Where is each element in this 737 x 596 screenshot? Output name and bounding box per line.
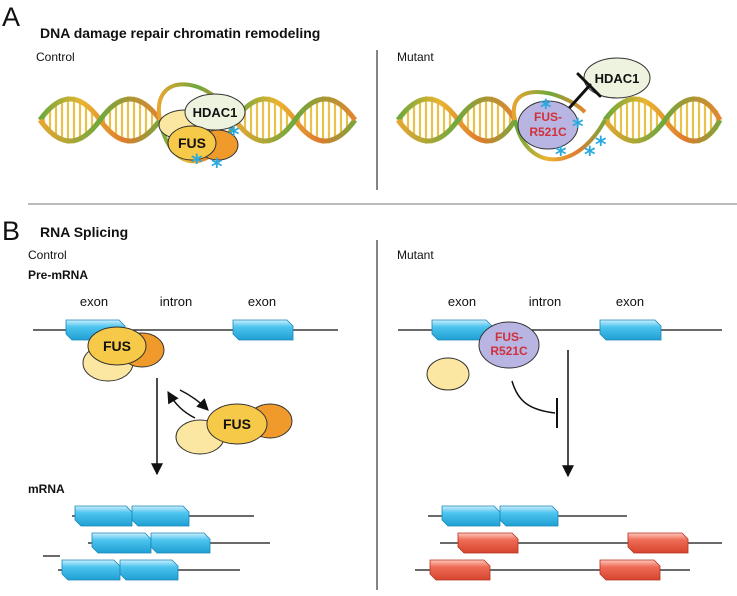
mutant-exon-right-label: exon: [616, 294, 644, 309]
mutant-pale-free: [426, 357, 470, 391]
mutant-mrna-products: [415, 505, 722, 581]
mutant-fus-bound-line1: FUS-: [495, 330, 523, 344]
svg-text:*: *: [211, 155, 223, 180]
control-fus-label: FUS: [178, 135, 206, 151]
control-mrna-products: [43, 505, 270, 581]
mutant-hdac1-label: HDAC1: [595, 71, 640, 86]
control-fus-free-shape: [206, 403, 268, 445]
svg-text:*: *: [572, 115, 584, 140]
pre-mrna-label: Pre-mRNA: [28, 268, 88, 282]
mutant-fus-label-line1: FUS-: [534, 110, 562, 124]
exchange-arrow-in: [167, 390, 196, 419]
svg-text:*: *: [228, 123, 240, 148]
svg-text:*: *: [191, 151, 203, 176]
panel-a-control-label: Control: [36, 50, 75, 64]
exchange-arrow-out: [179, 389, 209, 411]
svg-text:*: *: [555, 143, 567, 168]
mutant-exon-left-label: exon: [448, 294, 476, 309]
panel-a-letter: A: [2, 2, 20, 32]
control-fus-shape: [167, 125, 217, 161]
mutant-exon-right: [599, 319, 662, 341]
control-fus-bound-shape: [87, 326, 147, 366]
panel-b-title: RNA Splicing: [40, 224, 128, 240]
control-fus-free-label: FUS: [223, 416, 251, 432]
mutant-dna-helix: [395, 90, 723, 162]
control-exon-left-label: exon: [80, 294, 108, 309]
mrna-label: mRNA: [28, 482, 65, 496]
mutant-damage-stars: * * * * *: [540, 96, 607, 168]
panel-a-title: DNA damage repair chromatin remodeling: [40, 25, 320, 41]
control-intron-label: intron: [160, 294, 193, 309]
mutant-inhibition-curve: [511, 380, 556, 414]
control-exon-right-label: exon: [248, 294, 276, 309]
control-fus-bound-label: FUS: [103, 338, 131, 354]
control-exon-right: [232, 319, 294, 341]
mutant-fus-label-line2: R521C: [529, 125, 567, 139]
mutant-fus-bound-line2: R521C: [490, 344, 528, 358]
panel-b-control-label: Control: [28, 248, 67, 262]
control-damage-stars: * * *: [191, 123, 240, 180]
panel-a-mutant-label: Mutant: [397, 50, 434, 64]
mutant-fus-shape: [517, 100, 579, 150]
svg-text:*: *: [584, 143, 596, 168]
svg-text:*: *: [540, 96, 552, 121]
panel-b-letter: B: [2, 216, 20, 246]
mutant-intron-label: intron: [529, 294, 562, 309]
panel-b-mutant-label: Mutant: [397, 248, 434, 262]
svg-text:*: *: [595, 133, 607, 158]
mutant-fus-bound-shape: [478, 321, 540, 369]
control-hdac1-label: HDAC1: [193, 105, 238, 120]
